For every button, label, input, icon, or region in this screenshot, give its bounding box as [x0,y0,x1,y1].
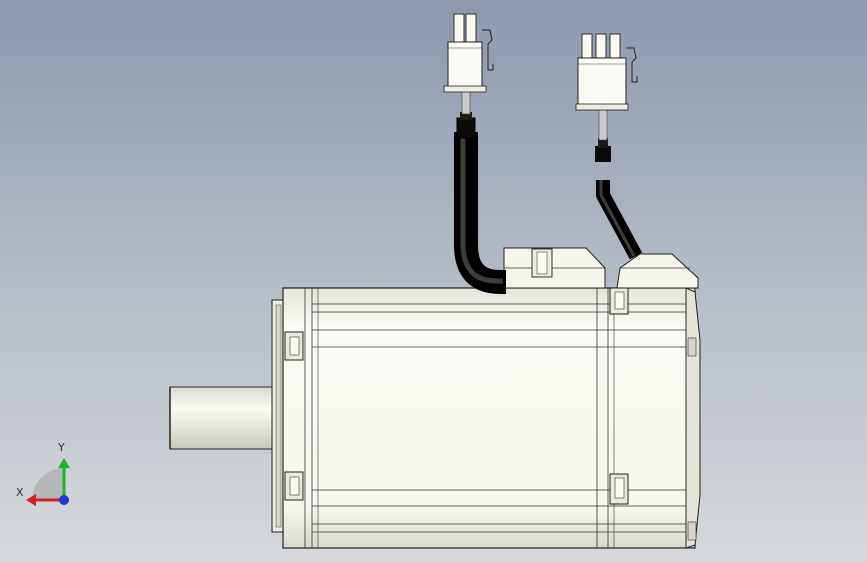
y-axis-arrow-icon [58,458,70,468]
front-mount-pocket-bottom [284,471,304,501]
front-mount-pocket-top [284,331,304,361]
motor-body [282,287,701,549]
motor-front-flange [271,299,285,533]
rear-mount-pocket-bottom [609,473,629,505]
rear-mount-pocket-top [609,287,629,315]
encoder-connector-plug [575,33,638,111]
x-axis-arrow-icon [26,494,36,506]
power-connector-plug [443,13,494,93]
power-cable-housing [503,247,606,289]
triad-x-label: X [16,486,24,499]
encoder-cable [595,107,643,260]
power-cable [454,89,506,294]
triad-y-label: Y [58,441,65,454]
encoder-cable-housing [616,253,699,289]
axis-triad [26,458,70,506]
motor-shaft [169,386,279,450]
z-axis-dot-icon [59,495,69,505]
